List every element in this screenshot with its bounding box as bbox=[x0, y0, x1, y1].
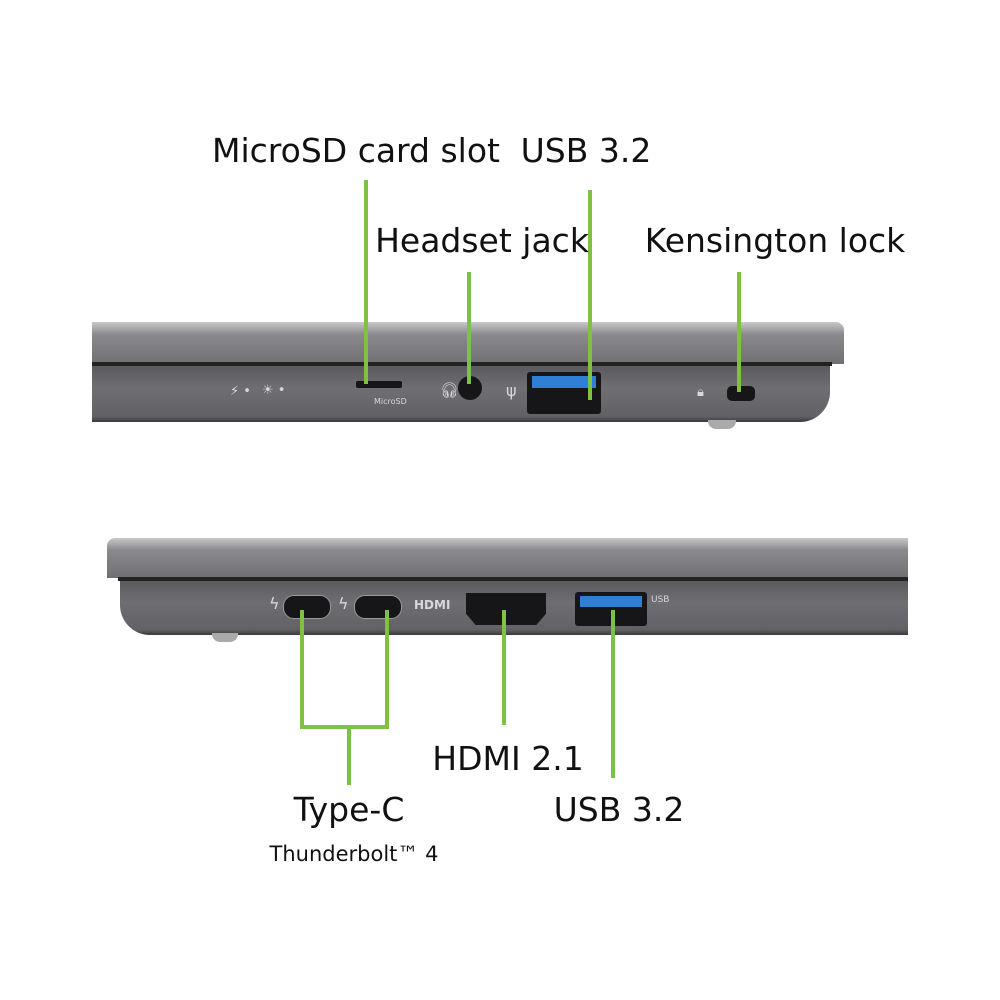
callout-line-typec-2 bbox=[385, 610, 389, 729]
label-usb-top: USB 3.2 bbox=[520, 131, 652, 170]
usb-charge-marking: USB bbox=[651, 595, 670, 605]
laptop-foot bbox=[212, 633, 238, 642]
label-typec: Type-C bbox=[293, 790, 405, 829]
callout-stem-typec bbox=[347, 725, 351, 785]
battery-charge-icon: ⚡︎ • bbox=[230, 384, 251, 399]
callout-line-kensington bbox=[737, 272, 741, 392]
hdmi-port bbox=[466, 593, 546, 625]
kensington-icon: 🔒︎ bbox=[697, 385, 704, 400]
callout-line-usb-top bbox=[588, 190, 592, 400]
label-headset: Headset jack bbox=[375, 221, 589, 260]
callout-line-headset bbox=[467, 272, 471, 384]
laptop-foot bbox=[708, 420, 736, 429]
callout-line-usb-bottom bbox=[611, 610, 615, 778]
usb-icon: ψ bbox=[506, 381, 517, 400]
lid-gap bbox=[92, 362, 832, 366]
callout-line-typec-1 bbox=[300, 610, 304, 729]
headset-icon: 🎧︎ bbox=[440, 381, 460, 399]
type-c-port-2 bbox=[354, 595, 402, 619]
microsd-marking: MicroSD bbox=[374, 397, 407, 406]
hdmi-marking: HDMI bbox=[414, 598, 451, 612]
thunderbolt-icon: ϟ bbox=[269, 594, 280, 613]
callout-line-hdmi bbox=[502, 610, 506, 725]
callout-bracket-typec bbox=[300, 725, 389, 729]
power-light-icon: ☀ • bbox=[262, 383, 286, 398]
lid-gap bbox=[118, 577, 908, 581]
kensington-lock-slot bbox=[727, 386, 755, 401]
label-hdmi: HDMI 2.1 bbox=[432, 739, 584, 778]
label-usb-bottom: USB 3.2 bbox=[553, 790, 685, 829]
thunderbolt-icon: ϟ bbox=[338, 594, 349, 613]
laptop-lid bbox=[107, 538, 908, 578]
type-c-port-1 bbox=[283, 595, 331, 619]
label-kensington: Kensington lock bbox=[644, 221, 906, 260]
label-microsd: MicroSD card slot bbox=[212, 131, 500, 170]
label-thunderbolt: Thunderbolt™ 4 bbox=[269, 842, 439, 866]
callout-line-microsd bbox=[364, 180, 368, 384]
microsd-slot bbox=[356, 381, 402, 388]
